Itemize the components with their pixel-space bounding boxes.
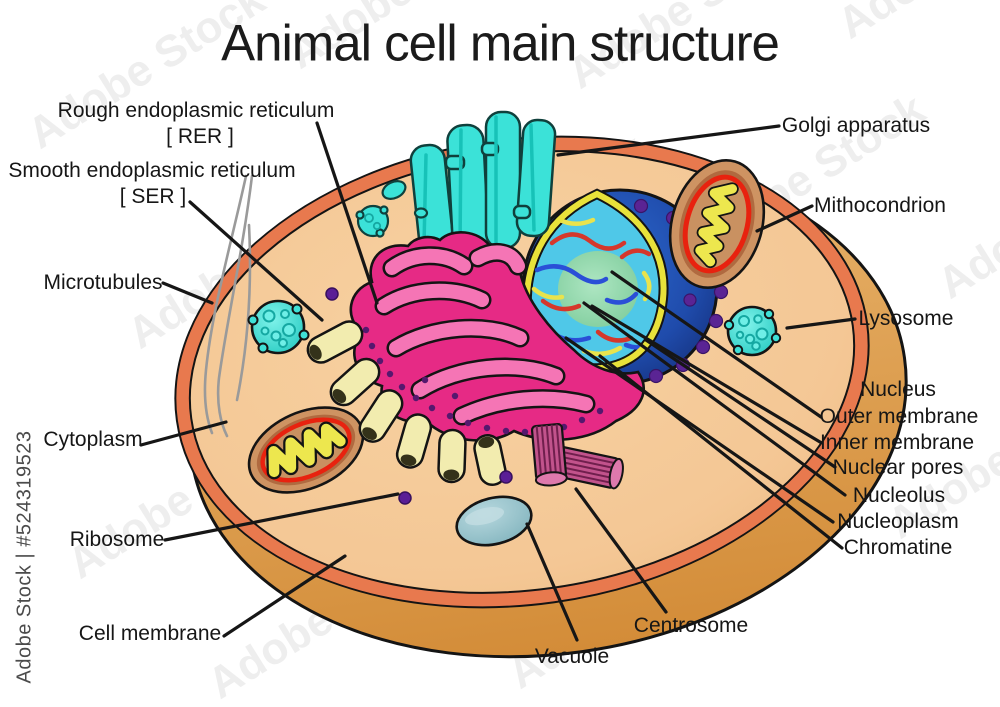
leader-lines (139, 121, 857, 642)
leader-golgi (556, 124, 781, 157)
rer-ribosome-dots (362, 326, 604, 436)
label-microtubules: Microtubules (43, 271, 163, 294)
label-cell-membrane: Cell membrane (78, 622, 222, 645)
label-centrosome: Centrosome (633, 614, 749, 637)
nucleus (521, 188, 729, 387)
microtubule-strand (235, 223, 252, 402)
ribosome-dot (499, 470, 513, 484)
leader-ribosome (163, 492, 400, 542)
vacuole (455, 495, 533, 547)
label-golgi: Golgi apparatus (781, 114, 931, 137)
leader-cell-membrane (222, 554, 347, 638)
leader-ser (188, 200, 324, 322)
label-mitochondrion: Mithocondrion (814, 194, 946, 217)
ribosomes (325, 287, 513, 505)
label-nucleus: Nucleus (860, 378, 936, 401)
label-nuclear-pores: Nuclear pores (832, 456, 964, 479)
leader-nuclear-pores (644, 338, 837, 469)
leader-rer (315, 121, 379, 305)
nucleolus (558, 251, 638, 327)
watermark-side-text: Adobe Stock | #524319523 (13, 430, 36, 684)
page-title: Animal cell main structure (221, 14, 780, 72)
leader-lysosome (785, 317, 857, 330)
label-ribosome: Ribosome (69, 528, 165, 551)
leader-mitochondrion (755, 204, 814, 233)
golgi-vesicles (355, 180, 429, 238)
mitochondrion-top (668, 158, 766, 290)
smooth-endoplasmic-reticulum (306, 320, 507, 486)
label-outer-membrane: Outer membrane (819, 405, 979, 428)
leader-nucleoplasm (564, 336, 835, 524)
microtubule-strand (216, 174, 254, 438)
leader-cytoplasm (139, 420, 228, 447)
leader-chromatine (598, 354, 844, 550)
ribosome-dot (398, 491, 412, 505)
leader-vacuole (525, 522, 579, 642)
rough-endoplasmic-reticulum (349, 231, 645, 442)
microtubules (203, 174, 254, 438)
label-ser-line1: Smooth endoplasmic reticulum (8, 159, 296, 182)
label-ser-line2: [ SER ] (119, 185, 187, 208)
label-nucleoplasm: Nucleoplasm (837, 510, 959, 533)
rer-cisternae (374, 242, 596, 426)
mitochondrion-bottom (247, 406, 365, 494)
label-cytoplasm: Cytoplasm (43, 428, 143, 451)
label-nucleolus: Nucleolus (852, 484, 946, 507)
lysosome-right (723, 305, 782, 357)
ribosome-dot (325, 287, 339, 301)
leader-inner-membrane (590, 304, 822, 444)
label-chromatine: Chromatine (843, 536, 953, 559)
microtubule-strand (203, 174, 248, 435)
label-inner-membrane: Inner membrane (819, 431, 975, 454)
leader-nucleolus (582, 301, 847, 497)
leader-centrosome (574, 487, 668, 614)
label-vacuole: Vacuole (534, 645, 610, 668)
lysosome-left (247, 299, 310, 355)
label-lysosome: Lysosome (858, 307, 954, 330)
label-rer-line2: [ RER ] (166, 125, 234, 148)
leader-outer-membrane (610, 270, 823, 419)
leader-microtubules (161, 281, 214, 305)
centrosome (530, 423, 624, 490)
watermark-text: Adobe Stock (829, 0, 1000, 48)
golgi-apparatus (355, 110, 557, 257)
label-rer-line1: Rough endoplasmic reticulum (57, 99, 335, 122)
ser-openings (309, 344, 495, 481)
